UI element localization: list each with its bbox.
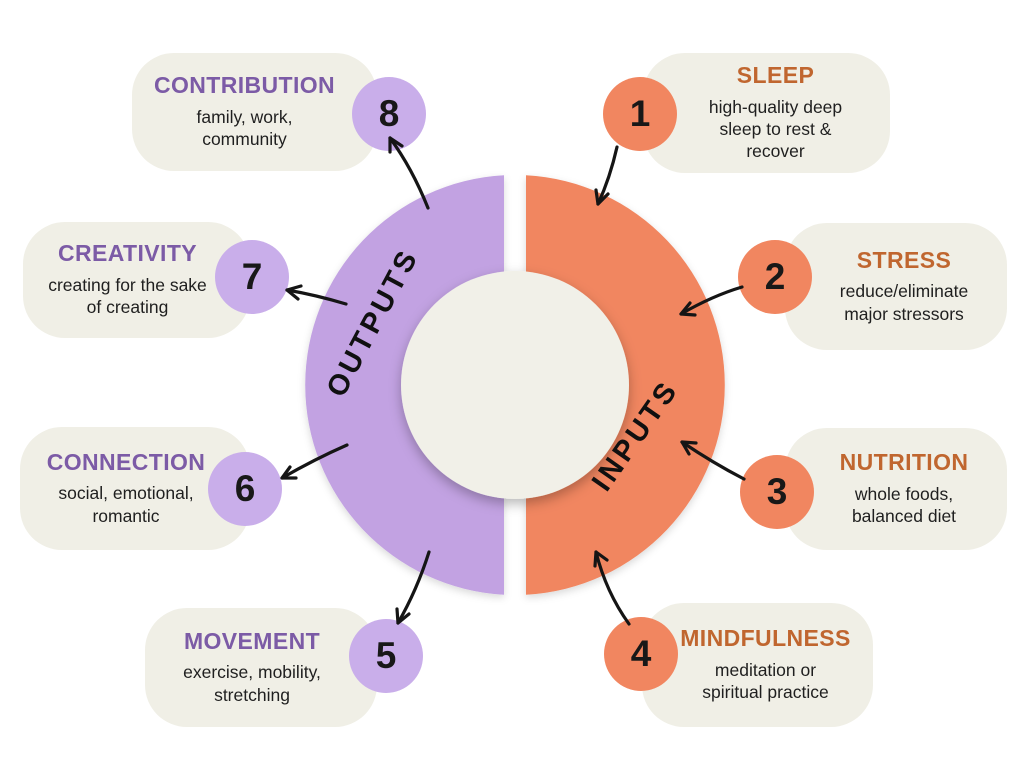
card-title: CONNECTION <box>46 448 206 475</box>
card-title: CONTRIBUTION <box>153 72 336 99</box>
card-creativity: CREATIVITY creating for the sake of crea… <box>23 222 250 338</box>
number-badge-sleep: 1 <box>603 77 677 151</box>
center-circle <box>401 271 629 499</box>
arrow-connection-out <box>280 443 349 480</box>
card-description: family, work, community <box>196 106 293 150</box>
number-badge-nutrition: 3 <box>740 455 814 529</box>
number-badge-mindfulness: 4 <box>604 617 678 691</box>
number-badge-connection: 6 <box>208 452 282 526</box>
inputs-ring-half <box>526 175 725 595</box>
outputs-ring-half <box>305 175 504 595</box>
card-title: MOVEMENT <box>183 627 321 654</box>
number-badge-stress: 2 <box>738 240 812 314</box>
card-title: NUTRITION <box>839 449 969 476</box>
number-badge-movement: 5 <box>349 619 423 693</box>
card-mindfulness: MINDFULNESS meditation or spiritual prac… <box>642 603 873 727</box>
card-movement: MOVEMENT exercise, mobility, stretching <box>145 608 377 727</box>
arrow-mindfulness-in <box>593 550 631 626</box>
arrow-sleep-in <box>594 145 619 206</box>
card-description: high-quality deep sleep to rest & recove… <box>708 96 843 162</box>
number-badge-contribution: 8 <box>352 77 426 151</box>
card-title: STRESS <box>856 246 952 273</box>
card-stress: STRESS reduce/eliminate major stressors <box>785 223 1007 350</box>
card-nutrition: NUTRITION whole foods, balanced diet <box>785 428 1007 550</box>
arrow-creativity-out <box>285 284 348 306</box>
card-title: CREATIVITY <box>57 240 198 267</box>
number-badge-creativity: 7 <box>215 240 289 314</box>
outputs-label: OUTPUTS <box>321 243 426 402</box>
card-description: whole foods, balanced diet <box>851 483 957 527</box>
arrow-stress-in <box>679 285 744 317</box>
card-description: reduce/eliminate major stressors <box>839 281 969 324</box>
arrow-movement-out <box>395 550 431 625</box>
card-contribution: CONTRIBUTION family, work, community <box>132 53 377 171</box>
card-description: exercise, mobility, stretching <box>183 662 321 705</box>
card-sleep: SLEEP high-quality deep sleep to rest & … <box>643 53 890 173</box>
card-description: meditation or spiritual practice <box>702 659 829 703</box>
card-description: creating for the sake of creating <box>48 274 207 318</box>
card-title: MINDFULNESS <box>680 625 851 652</box>
card-title: SLEEP <box>736 62 815 89</box>
card-description: social, emotional, romantic <box>58 483 194 526</box>
inputs-label: INPUTS <box>586 375 685 498</box>
arrow-nutrition-in <box>680 440 746 481</box>
